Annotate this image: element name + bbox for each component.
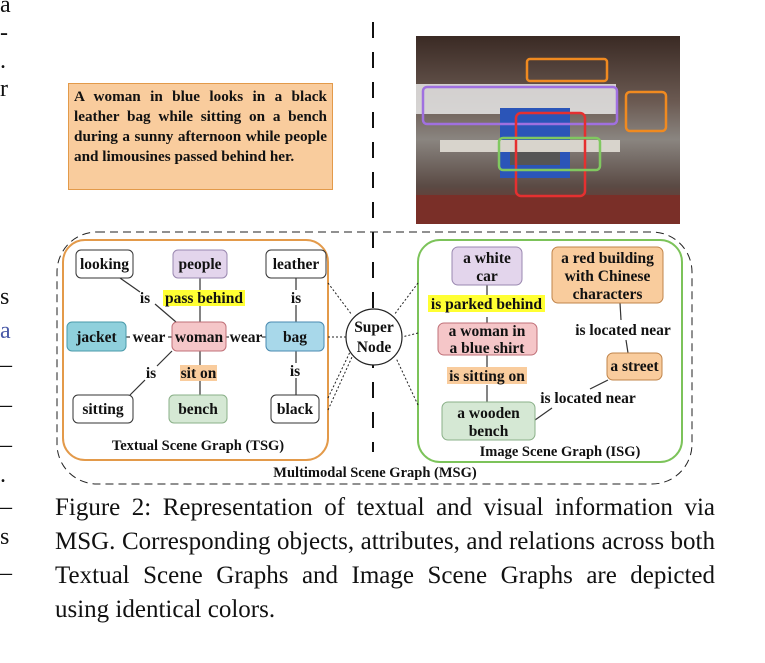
margin-fragment: r bbox=[0, 76, 8, 102]
edge-label-sit-on: sit on bbox=[181, 365, 217, 382]
edge-label-is-located-near: is located near bbox=[575, 322, 671, 339]
tsg-node-jacket: jacket bbox=[66, 321, 127, 352]
isg-edges bbox=[486, 285, 629, 421]
tsg-node-black: black bbox=[270, 394, 320, 424]
edge-label-is: is bbox=[140, 290, 150, 307]
figure-caption: Figure 2: Representation of textual and … bbox=[55, 494, 715, 623]
street-photo bbox=[416, 36, 680, 224]
bbox-street bbox=[624, 90, 668, 133]
svg-text:bench: bench bbox=[469, 423, 509, 440]
svg-text:a blue shirt: a blue shirt bbox=[450, 340, 526, 357]
svg-text:bag: bag bbox=[283, 329, 307, 346]
margin-fragment: – bbox=[0, 352, 12, 378]
margin-fragment: – bbox=[0, 560, 12, 586]
margin-fragment: – bbox=[0, 494, 12, 520]
svg-text:jacket: jacket bbox=[75, 329, 117, 346]
margin-fragment: s bbox=[0, 284, 10, 310]
svg-text:leather: leather bbox=[273, 256, 320, 273]
svg-text:black: black bbox=[277, 401, 314, 418]
edge-label-wear: wear bbox=[230, 329, 263, 346]
tsg-node-woman: woman bbox=[171, 321, 227, 352]
tsg-node-looking: looking bbox=[75, 249, 134, 279]
svg-text:woman: woman bbox=[175, 329, 224, 346]
svg-text:people: people bbox=[178, 256, 221, 273]
svg-text:car: car bbox=[476, 268, 498, 285]
tsg-node-bag: bag bbox=[265, 321, 325, 352]
svg-text:a woman in: a woman in bbox=[449, 323, 526, 340]
edge-label-is-located-near: is located near bbox=[540, 390, 636, 407]
svg-text:Super: Super bbox=[354, 319, 394, 336]
svg-text:a white: a white bbox=[463, 250, 511, 267]
tsg-title: Textual Scene Graph (TSG) bbox=[112, 438, 284, 454]
svg-text:a wooden: a wooden bbox=[457, 405, 520, 422]
text-description-box: A woman in blue looks in a black leather… bbox=[68, 83, 333, 190]
svg-text:with Chinese: with Chinese bbox=[565, 268, 651, 285]
margin-fragment: – bbox=[0, 432, 12, 458]
edge-label-is: is bbox=[290, 363, 300, 380]
tsg-node-bench: bench bbox=[168, 394, 228, 424]
margin-fragment: - bbox=[0, 20, 8, 46]
edge-label-is-sitting-on: is sitting on bbox=[449, 368, 525, 385]
tsg-node-sitting: sitting bbox=[72, 394, 134, 424]
edge-label-is: is bbox=[291, 290, 301, 307]
bbox-bench bbox=[497, 136, 602, 172]
isg-node-woman: a woman ina blue shirt bbox=[437, 322, 538, 357]
bbox-building bbox=[525, 57, 609, 83]
margin-fragment: s bbox=[0, 524, 10, 550]
margin-fragment: a bbox=[0, 318, 11, 344]
svg-text:Node: Node bbox=[357, 339, 392, 356]
margin-fragment: a bbox=[0, 0, 11, 18]
isg-title: Image Scene Graph (ISG) bbox=[480, 444, 641, 460]
edge-label-pass-behind: pass behind bbox=[165, 290, 243, 307]
svg-text:a street: a street bbox=[610, 358, 659, 375]
edge-label-wear: wear bbox=[133, 329, 166, 346]
svg-text:sitting: sitting bbox=[82, 401, 124, 418]
edge-label-is: is bbox=[146, 365, 156, 382]
margin-fragment: – bbox=[0, 392, 12, 418]
svg-text:characters: characters bbox=[573, 286, 643, 303]
tsg-border bbox=[62, 239, 329, 461]
isg-border bbox=[417, 239, 683, 463]
isg-node-street: a street bbox=[606, 352, 663, 381]
tsg-node-people: people bbox=[172, 249, 228, 279]
bbox-car bbox=[421, 85, 619, 126]
bbox-woman bbox=[514, 111, 587, 198]
tsg-edges bbox=[119, 277, 297, 396]
msg-border bbox=[56, 231, 693, 485]
super-node: Super Node bbox=[345, 308, 403, 366]
margin-fragment: . bbox=[0, 48, 6, 74]
tsg-node-leather: leather bbox=[265, 249, 327, 279]
svg-text:a red building: a red building bbox=[561, 250, 654, 267]
super-node-links bbox=[327, 282, 419, 411]
edge-label-is-parked-behind: is parked behind bbox=[431, 296, 543, 313]
msg-title: Multimodal Scene Graph (MSG) bbox=[273, 465, 477, 481]
svg-text:bench: bench bbox=[178, 401, 218, 418]
svg-text:looking: looking bbox=[80, 256, 129, 273]
margin-fragment: . bbox=[0, 462, 6, 488]
